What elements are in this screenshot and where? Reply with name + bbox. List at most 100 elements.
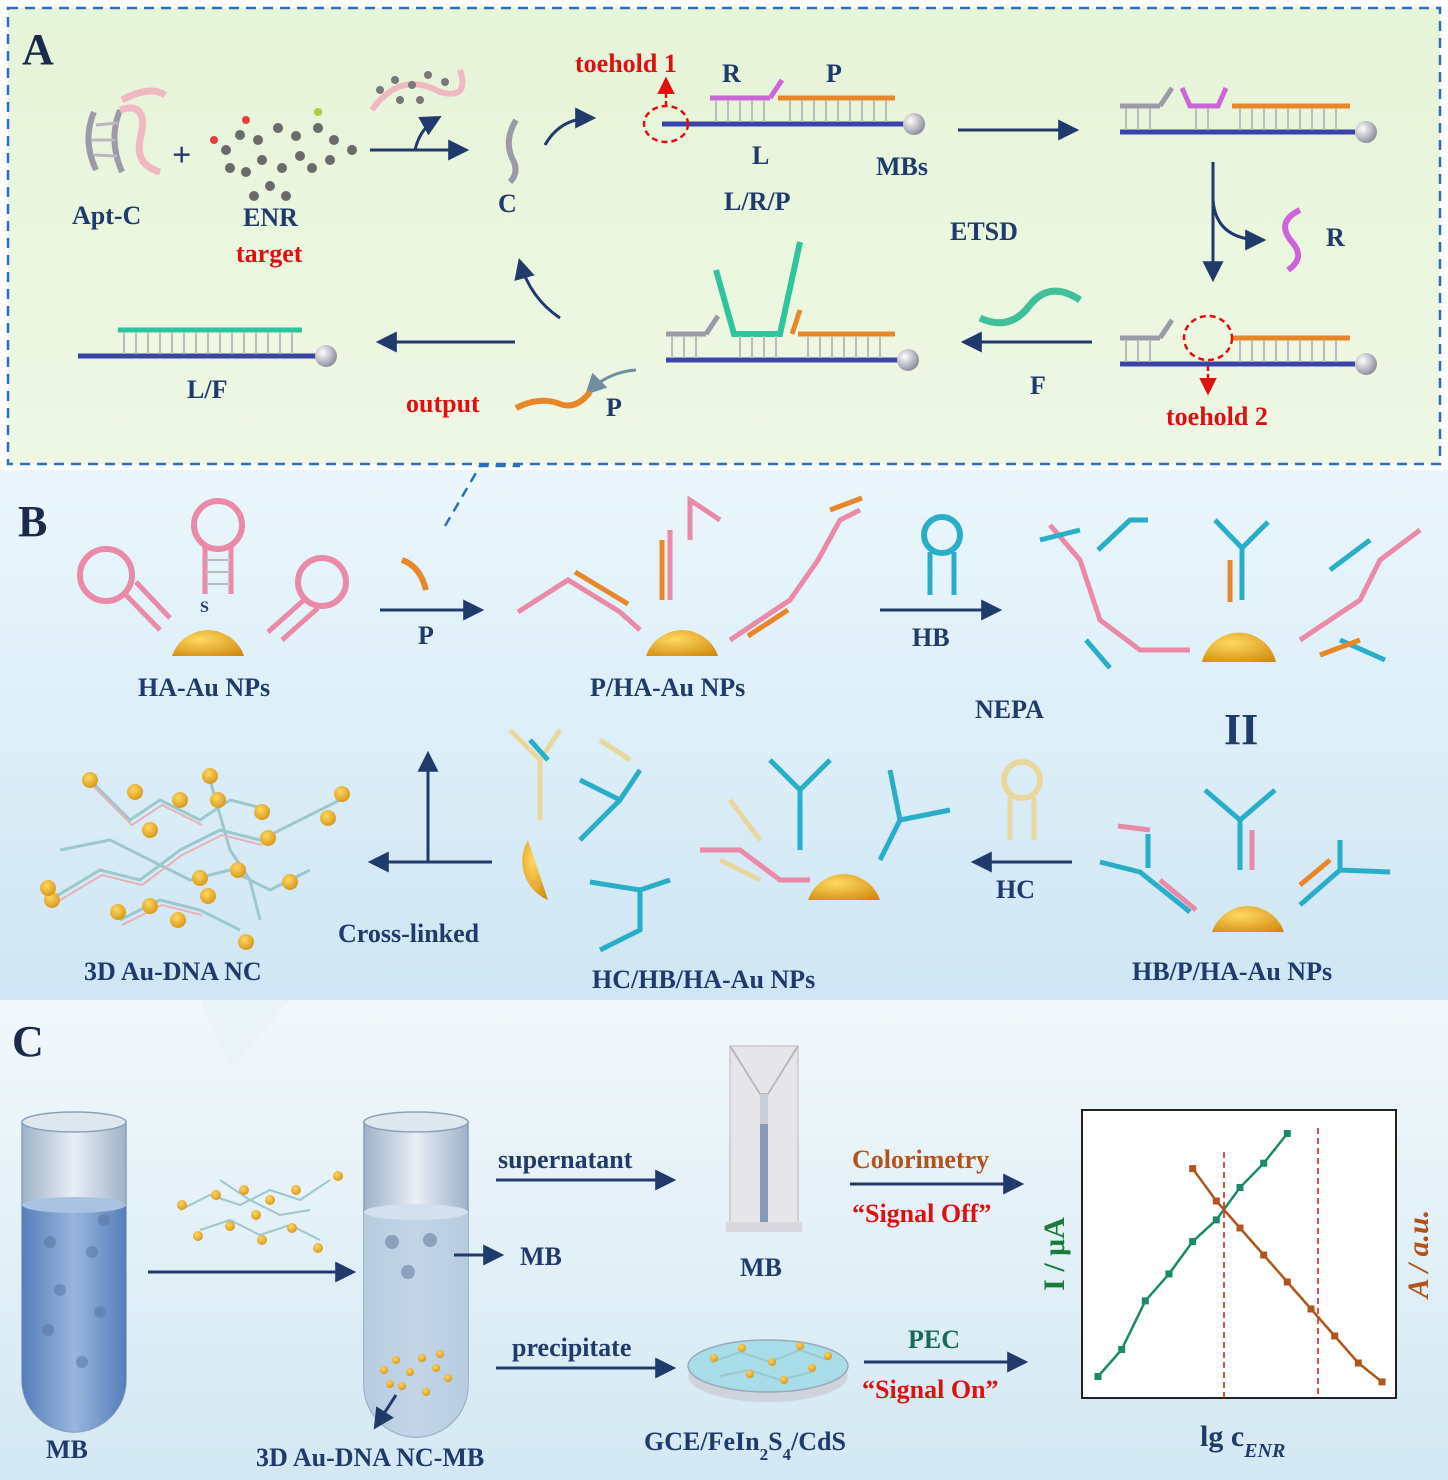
apt-c-structure [85, 87, 167, 176]
chart-ylabel-right: A / a.u. [1402, 1210, 1435, 1300]
p-strand-b [400, 557, 429, 591]
arrow-cycle-back [514, 257, 561, 320]
p-ha-au-label: P/HA-Au NPs [590, 673, 745, 702]
f-label: F [1030, 371, 1046, 400]
point-absorbance [1378, 1378, 1386, 1386]
p-strand-label: P [826, 59, 842, 88]
mb-tube [21, 1111, 127, 1433]
nc-mb-label: 3D Au-DNA NC-MB [256, 1443, 484, 1472]
p-output-strand [514, 390, 593, 411]
panel-letter-b: B [18, 497, 47, 546]
hb-hairpin-loop [921, 514, 963, 556]
c-bound-duplex [1120, 86, 1377, 143]
hc-hb-ha-au-label: HC/HB/HA-Au NPs [592, 965, 815, 994]
arrow-r-out [1211, 199, 1267, 251]
point-absorbance [1307, 1305, 1315, 1313]
chart-xlabel: lg cENR [1200, 1420, 1285, 1462]
pec-label: PEC [908, 1325, 960, 1354]
panel-b-background [0, 470, 1448, 1000]
lrp-duplex [642, 76, 925, 144]
p-ha-au-nps [516, 495, 863, 656]
p-output-label: P [606, 393, 622, 422]
hb-arrow-label: HB [912, 623, 950, 652]
chart-ylabel-left: I / μA [1038, 1217, 1071, 1291]
nc-mb-tube [363, 1111, 469, 1438]
apt-enr-complex [369, 69, 466, 112]
equals-sign: II [1224, 705, 1258, 754]
calibration-chart [1081, 1109, 1397, 1399]
panel-letter-a: A [22, 25, 54, 74]
nc3d-label: 3D Au-DNA NC [84, 957, 262, 986]
arrow-c-to-lrp [543, 107, 597, 146]
chart-frame [1081, 1109, 1397, 1399]
supernatant-label: supernatant [498, 1145, 633, 1174]
f-bound-duplex [666, 241, 919, 371]
c-strand-label: C [498, 189, 517, 218]
toehold1-label: toehold 1 [575, 49, 677, 78]
lrp-label: L/R/P [724, 187, 791, 216]
arrow-p-output [585, 368, 637, 395]
toehold2-label: toehold 2 [1166, 402, 1268, 431]
hc-hairpin-loop [1001, 759, 1043, 801]
arrow-to-nc-mb [373, 1394, 398, 1430]
enr-label: ENR [243, 203, 298, 232]
hc-hb-ha-au-nps [508, 728, 951, 953]
point-current [1236, 1184, 1244, 1191]
ha-au-label: HA-Au NPs [138, 673, 270, 702]
hb-p-ha-au-top [1039, 517, 1422, 670]
point-current [1260, 1159, 1268, 1167]
cross-linked-label: Cross-linked [338, 919, 480, 948]
mb-strip-label: MB [740, 1253, 782, 1282]
nepa-label: NEPA [975, 695, 1044, 724]
point-absorbance [1283, 1278, 1291, 1286]
hb-p-ha-au-nps [1099, 788, 1391, 932]
hc-arrow-label: HC [996, 875, 1035, 904]
hc-hairpin-stem [1007, 797, 1037, 840]
r-strand-label: R [722, 59, 741, 88]
panel-a-callout [443, 464, 520, 527]
signal-off-label: “Signal Off” [852, 1199, 991, 1228]
mb-arrow-label: MB [520, 1242, 562, 1271]
f-strand [978, 287, 1082, 327]
ha-au-nps: S [77, 498, 349, 656]
point-current [1189, 1238, 1197, 1245]
colorimetry-label: Colorimetry [852, 1145, 989, 1174]
mb-tube-label: MB [46, 1435, 88, 1464]
point-current [1212, 1216, 1220, 1224]
nc3d-network [40, 768, 350, 950]
mbs-label: MBs [876, 152, 928, 181]
target-label: target [236, 239, 303, 268]
panel-letter-c: C [12, 1017, 44, 1066]
point-current [1118, 1346, 1126, 1353]
signal-on-label: “Signal On” [862, 1375, 999, 1404]
lf-label: L/F [187, 375, 227, 404]
hb-hairpin-stem [927, 552, 957, 595]
point-current [1094, 1373, 1102, 1380]
point-absorbance [1189, 1165, 1197, 1173]
hb-p-ha-au-label: HB/P/HA-Au NPs [1132, 957, 1332, 986]
point-absorbance [1236, 1224, 1244, 1232]
point-current [1283, 1130, 1291, 1137]
point-absorbance [1260, 1251, 1268, 1259]
point-current [1165, 1270, 1173, 1278]
thiol-s-label-1: S [200, 599, 209, 616]
r-strand-released [1282, 207, 1302, 273]
r-released-label: R [1326, 223, 1345, 252]
electrode-disc [687, 1339, 849, 1402]
precipitate-label: precipitate [512, 1333, 631, 1362]
apt-c-label: Apt-C [72, 201, 141, 230]
toehold2-duplex [1120, 314, 1377, 396]
l-strand-label: L [752, 141, 769, 170]
arrow-release [413, 115, 442, 151]
colorimetric-strip [726, 1045, 802, 1232]
point-current [1141, 1297, 1149, 1305]
enr-molecule [210, 108, 357, 201]
p-arrow-label: P [418, 621, 434, 650]
panel-c-callout [200, 1000, 290, 1068]
etsd-label: ETSD [950, 217, 1018, 246]
lf-duplex [78, 327, 337, 367]
electrode-label: GCE/FeIn2S4/CdS [644, 1427, 846, 1464]
point-absorbance [1331, 1332, 1339, 1340]
nc3d-small-network [177, 1171, 343, 1253]
